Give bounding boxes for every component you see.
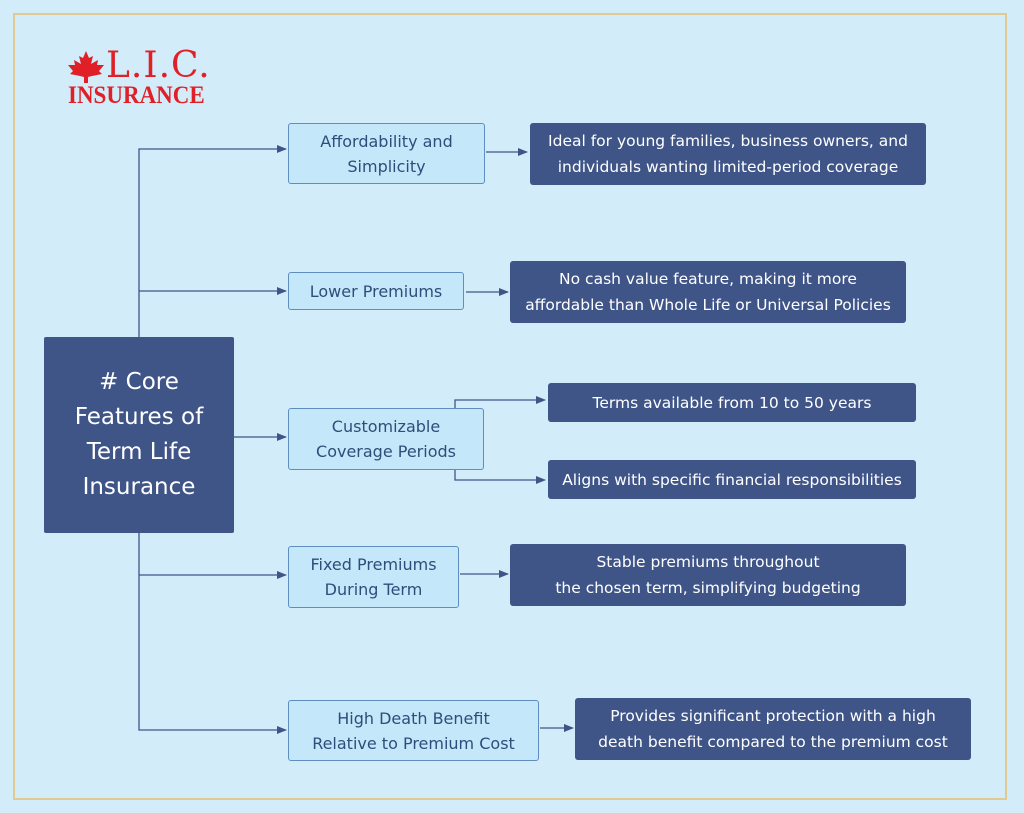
page-frame bbox=[13, 13, 1007, 800]
desc-high-death-benefit: Provides significant protection with a h… bbox=[575, 698, 971, 760]
logo-title: L.I.C. bbox=[106, 45, 211, 86]
connector-to-high-death-benefit bbox=[138, 533, 287, 734]
desc-affordability: Ideal for young families, business owner… bbox=[530, 123, 926, 185]
desc-lower-premiums: No cash value feature, making it more af… bbox=[510, 261, 906, 323]
maple-leaf-icon bbox=[68, 51, 104, 83]
connector-to-affordability bbox=[138, 145, 287, 337]
desc-financial-responsibilities: Aligns with specific financial responsib… bbox=[548, 460, 916, 499]
connector-customizable-terms bbox=[454, 396, 546, 408]
company-logo: L.I.C. INSURANCE bbox=[66, 45, 216, 109]
feature-affordability: Affordability and Simplicity bbox=[288, 123, 485, 184]
desc-fixed-premiums: Stable premiums throughout the chosen te… bbox=[510, 544, 906, 606]
desc-terms-available: Terms available from 10 to 50 years bbox=[548, 383, 916, 422]
feature-high-death-benefit: High Death Benefit Relative to Premium C… bbox=[288, 700, 539, 761]
feature-lower-premiums: Lower Premiums bbox=[288, 272, 464, 310]
feature-customizable-coverage: Customizable Coverage Periods bbox=[288, 408, 484, 470]
feature-fixed-premiums: Fixed Premiums During Term bbox=[288, 546, 459, 608]
connector-customizable-aligns bbox=[454, 470, 546, 484]
central-topic: # Core Features of Term Life Insurance bbox=[44, 337, 234, 533]
logo-subtitle: INSURANCE bbox=[68, 82, 205, 109]
